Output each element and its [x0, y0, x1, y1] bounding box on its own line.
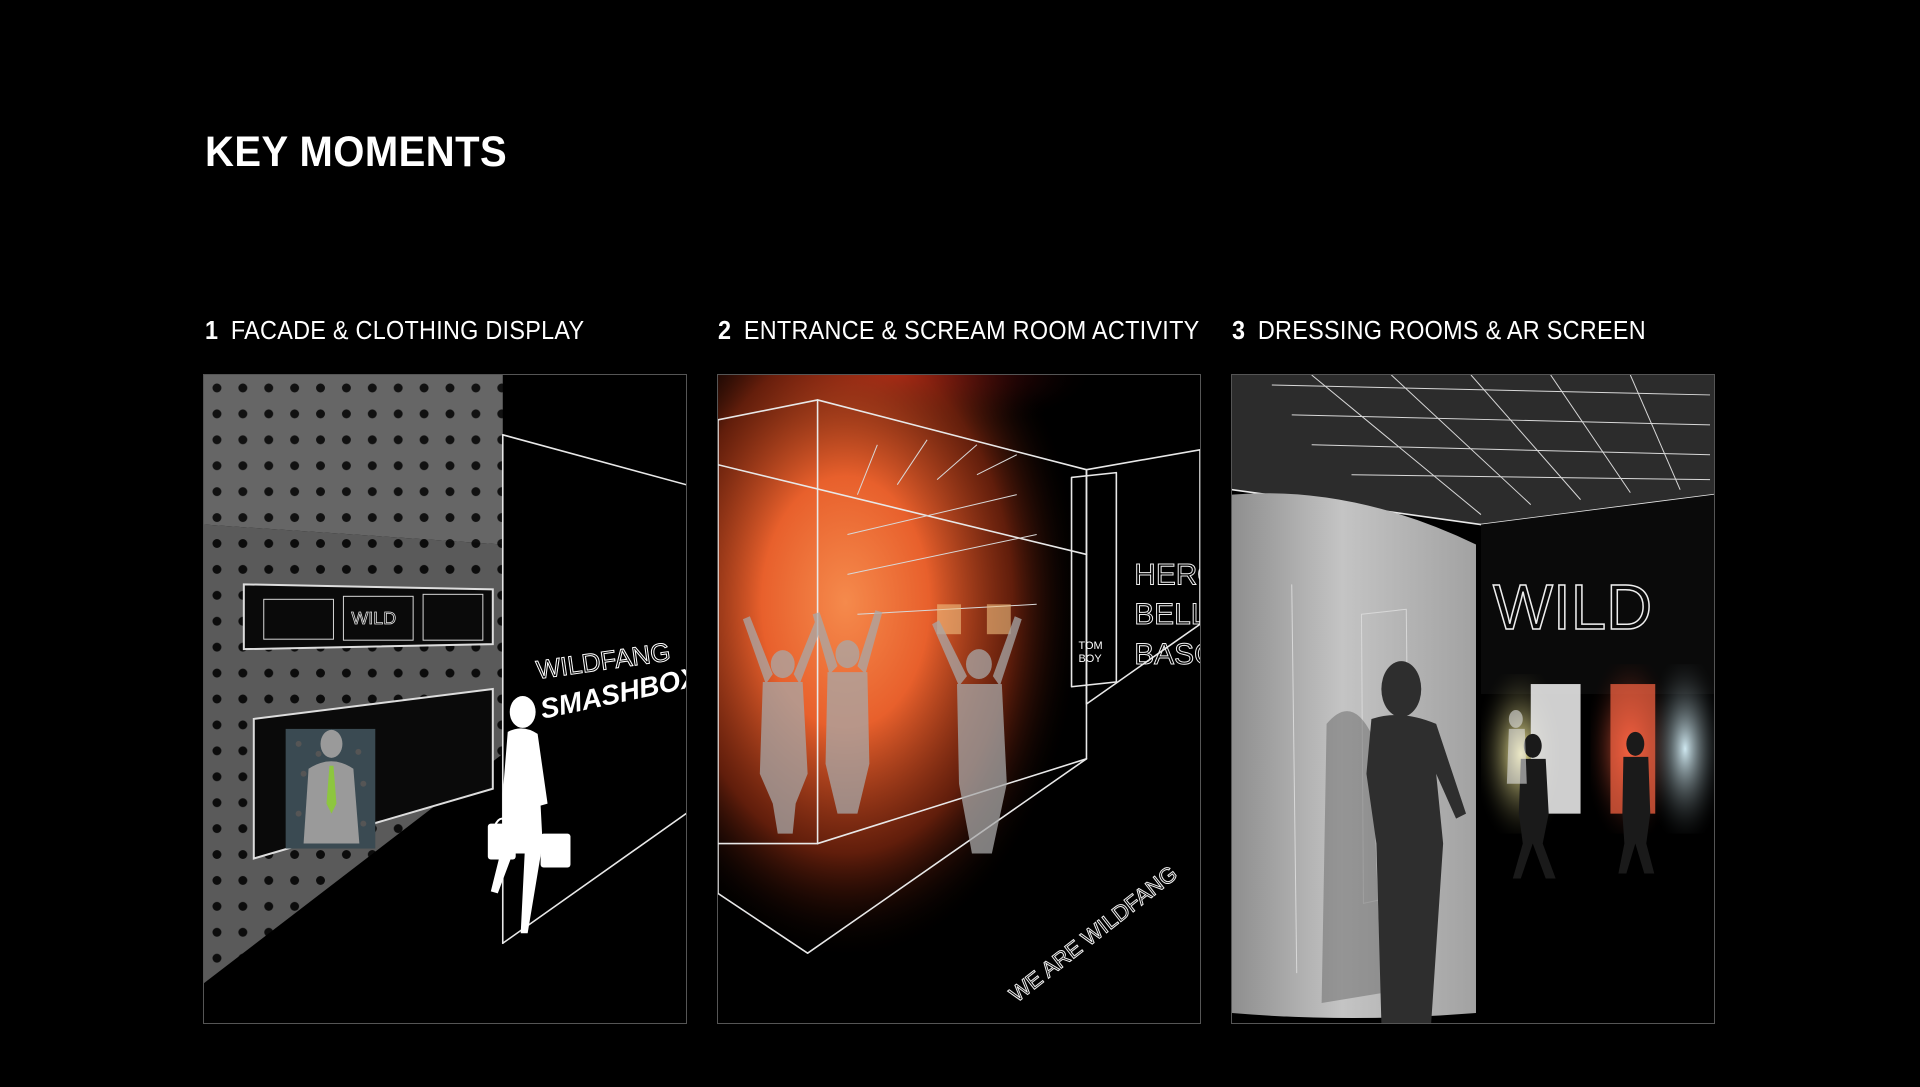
basc-wall-text: BASC — [1134, 638, 1200, 671]
moment-1-number: 1 — [205, 315, 219, 345]
moment-1-label: FACADE & CLOTHING DISPLAY — [230, 315, 585, 345]
moment-1-heading: 1 FACADE & CLOTHING DISPLAY — [205, 315, 584, 346]
moment-3-illustration: WILD — [1231, 374, 1715, 1024]
screaming-figures — [742, 610, 1022, 854]
moment-1-illustration: WILD WILDFANG SMASHBOX — [203, 374, 687, 1024]
dressing-room-sketch: WILD — [1232, 375, 1714, 1023]
facade-wild-sign: WILD — [351, 608, 396, 628]
hero-wall-text: HERO — [1134, 558, 1200, 591]
moment-2-heading: 2 ENTRANCE & SCREAM ROOM ACTIVITY — [718, 315, 1200, 346]
moment-2-illustration: TOM BOY HERO BELL BASC WE ARE WILDFANG — [717, 374, 1201, 1024]
mannequin-figure — [303, 729, 360, 844]
page-title: KEY MOMENTS — [205, 128, 508, 176]
scream-room-sketch: TOM BOY HERO BELL BASC WE ARE WILDFANG — [718, 375, 1200, 1023]
bell-wall-text: BELL — [1134, 598, 1200, 631]
moment-2-number: 2 — [718, 315, 732, 345]
moment-2-label: ENTRANCE & SCREAM ROOM ACTIVITY — [743, 315, 1200, 345]
facade-sketch: WILD WILDFANG SMASHBOX — [204, 375, 686, 984]
moment-3-label: DRESSING ROOMS & AR SCREEN — [1257, 315, 1646, 345]
ar-figures — [1512, 731, 1655, 879]
wild-wall-sign: WILD — [1493, 571, 1652, 643]
green-tie — [326, 765, 337, 814]
shopper-silhouette — [487, 696, 571, 934]
tom-poster-text: TOM — [1079, 640, 1103, 652]
moment-3-heading: 3 DRESSING ROOMS & AR SCREEN — [1232, 315, 1646, 346]
woman-silhouette-front — [1366, 661, 1467, 1023]
moment-3-number: 3 — [1232, 315, 1246, 345]
boy-poster-text: BOY — [1079, 653, 1103, 665]
